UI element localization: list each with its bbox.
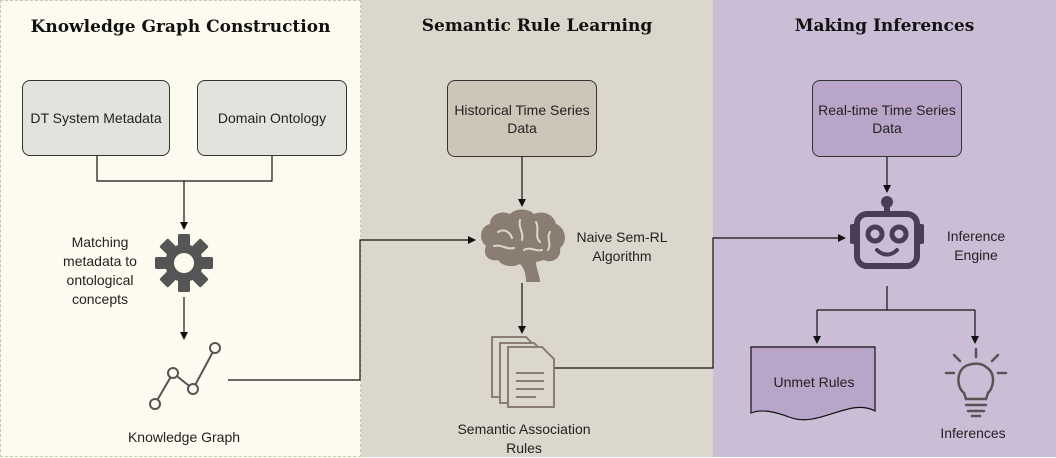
documents-icon — [491, 336, 555, 408]
knowledge-graph-label: Knowledge Graph — [127, 429, 241, 445]
unmet-rules-label: Unmet Rules — [773, 374, 855, 390]
panel-title: Semantic Rule Learning — [421, 16, 653, 36]
brain-icon — [481, 209, 565, 282]
connector-sources-merge — [96, 156, 273, 182]
semantic-association-rules-label: Semantic Association Rules — [457, 421, 591, 456]
sem-rl-label: Naive Sem-RL Algorithm — [576, 229, 668, 264]
domain-ontology-box: Domain Ontology — [197, 80, 347, 156]
panel-title: Knowledge Graph Construction — [30, 17, 331, 37]
graph-icon — [149, 342, 221, 410]
inference-engine-label: Inference Engine — [946, 228, 1006, 263]
historical-time-series-box: Historical Time Series Data — [447, 80, 597, 157]
unmet-rules-shape — [750, 346, 876, 421]
connector-engine-split — [817, 286, 975, 311]
inferences-label: Inferences — [940, 425, 1006, 441]
panel-knowledge-graph-construction: Knowledge Graph Construction — [0, 0, 361, 457]
panel-title: Making Inferences — [794, 16, 975, 36]
robot-icon — [850, 196, 924, 269]
dt-system-metadata-box: DT System Metadata — [22, 80, 170, 156]
arrow-graph-to-brain — [228, 236, 476, 381]
real-time-time-series-box: Real-time Time Series Data — [812, 80, 962, 157]
matching-label: Matching metadata to ontological concept… — [63, 234, 137, 307]
gear-icon — [155, 234, 213, 292]
lightbulb-icon — [944, 347, 1008, 418]
arrow-rules-to-engine — [555, 234, 846, 369]
